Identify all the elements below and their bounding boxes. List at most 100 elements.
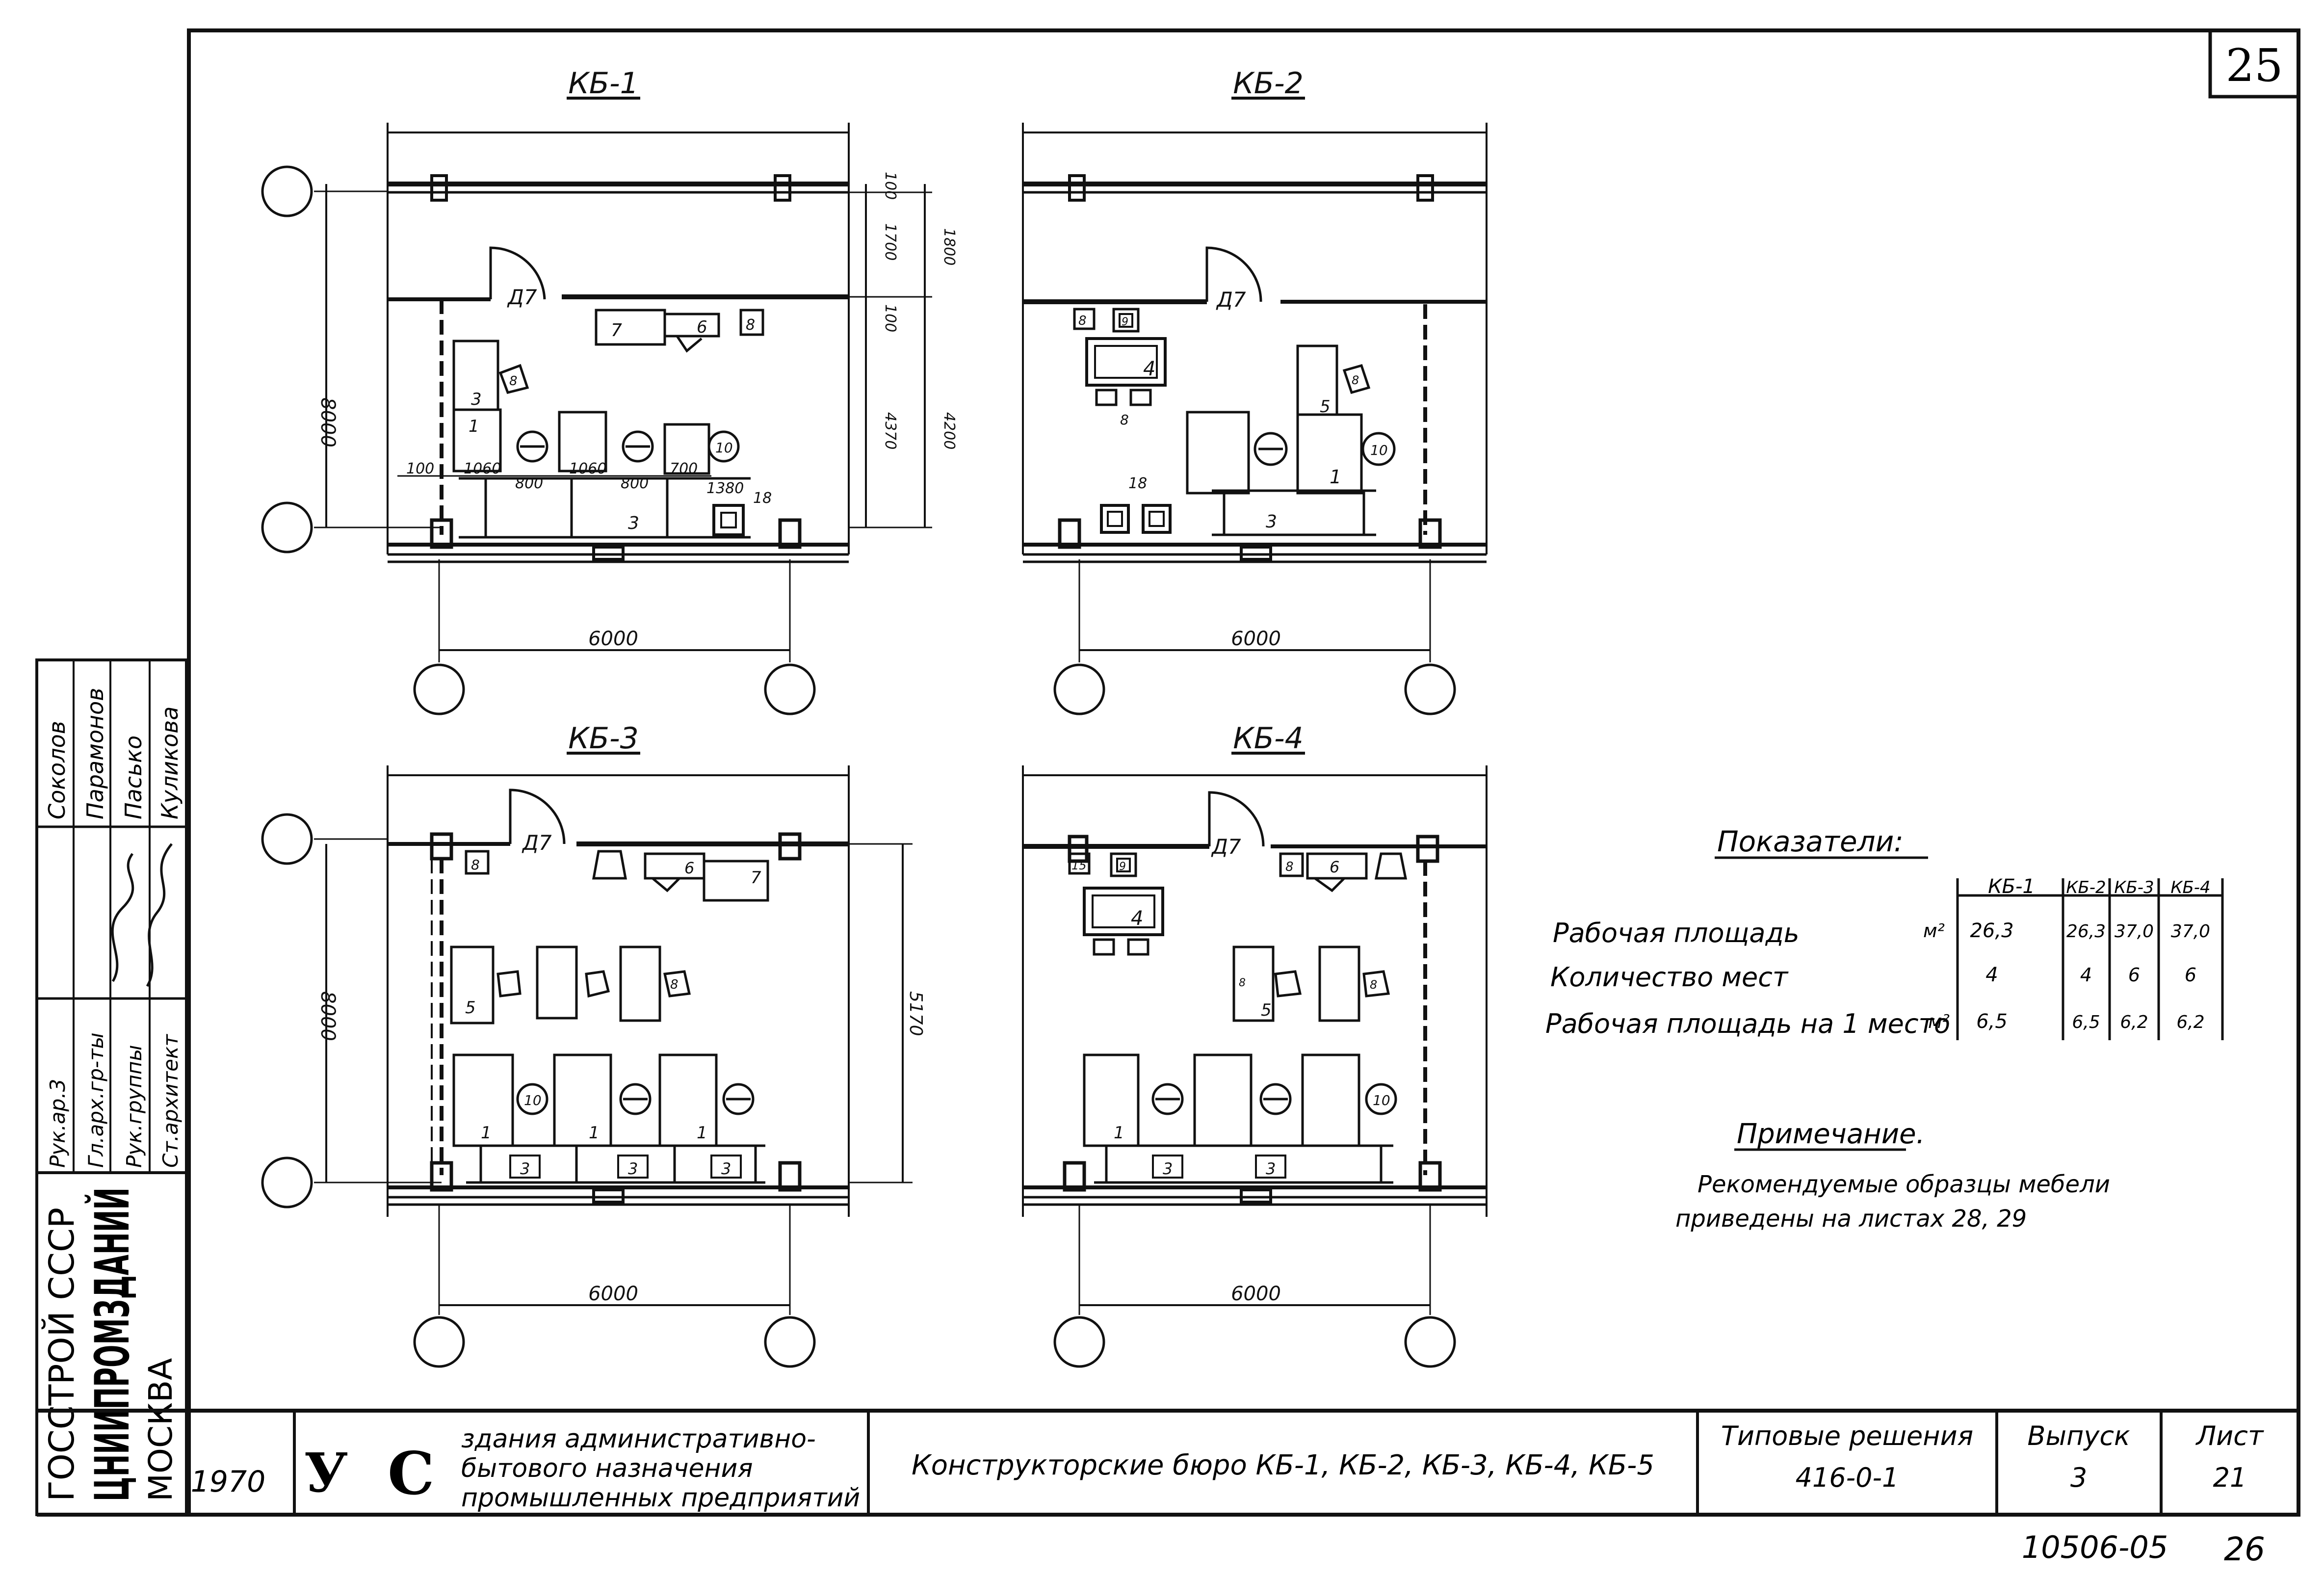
year: 1970 [191, 1465, 266, 1499]
plan-kb4-item-10: 10 [1373, 1092, 1390, 1108]
indicators-row-2-v2: 4 [2080, 964, 2092, 986]
plan-kb3-item-6: 6 [684, 859, 694, 877]
drawing-title: Конструкторские бюро КБ-1, КБ-2, КБ-3, К… [912, 1449, 1654, 1481]
plan-kb4-item-4: 4 [1131, 907, 1143, 930]
title-block: 1970 У С здания административно- бытовог… [37, 1409, 2298, 1568]
plan-kb3-item-3c: 3 [721, 1159, 731, 1178]
plan-kb1-dim-b7: 1380 [706, 480, 744, 497]
indicators-row-1-v3: 37,0 [2115, 921, 2154, 942]
series-logo-u: У [304, 1441, 348, 1504]
plan-kb1-item-6: 6 [697, 317, 707, 337]
plan-kb1-rdim-5: 1800 [940, 228, 958, 265]
indicators-row-3-label: Рабочая площадь на 1 место [1545, 1008, 1950, 1039]
indicators-col-2: КБ-2 [2066, 878, 2106, 897]
sheet-number-top: 25 [2225, 39, 2283, 92]
plan-kb2-item-8a: 8 [1078, 314, 1087, 328]
plan-kb1-height-dim: 8000 [316, 397, 339, 447]
plan-kb3-item-10: 10 [524, 1092, 542, 1108]
plan-kb3-item-8b: 8 [670, 977, 679, 992]
plan-kb1-item-7: 7 [611, 320, 622, 341]
indicators-row-1-v4: 37,0 [2171, 921, 2210, 942]
stamp-name-4: Куликова [157, 707, 183, 819]
plan-kb2-item-1: 1 [1330, 466, 1341, 488]
plan-kb4-door: Д7 [1211, 835, 1241, 859]
indicators-row-2-v3: 6 [2128, 964, 2140, 986]
plan-kb1-item-3b: 3 [628, 513, 639, 533]
stamp-role-1: Рук.ар.3 [46, 1079, 70, 1168]
stamp-role-3: Рук.группы [122, 1045, 146, 1168]
plan-kb1-dim-b6: 700 [670, 460, 698, 477]
plan-kb3-item-1c: 1 [481, 1123, 492, 1143]
plan-kb2: КБ-2 Д7 8 9 4 8 5 8 [1022, 66, 1488, 715]
page-value: 21 [2213, 1462, 2247, 1493]
plan-kb2-item-8b: 8 [1120, 412, 1129, 428]
note-block: Примечание. Рекомендуемые образцы мебели… [1675, 1118, 2110, 1233]
plan-kb4-item-3a: 3 [1163, 1159, 1173, 1178]
org-city: МОСКВА [142, 1358, 180, 1501]
indicators-row-1-label: Рабочая площадь [1553, 918, 1800, 948]
indicators-table: Показатели: КБ-1 КБ-2 КБ-3 КБ-4 Рабочая … [1545, 825, 2224, 1040]
plan-kb1-dim-b5: 800 [621, 475, 649, 492]
typical-value: 416-0-1 [1796, 1462, 1899, 1493]
page-label: Лист [2195, 1420, 2264, 1451]
plan-kb3-item-8a: 8 [471, 857, 480, 873]
plan-kb2-width: 6000 [1231, 628, 1281, 650]
issue-value: 3 [2070, 1462, 2087, 1493]
archive-sheet: 26 [2224, 1530, 2265, 1568]
plan-kb2-item-18: 18 [1128, 475, 1147, 492]
plan-kb1-rdim-3: 100 [882, 304, 899, 332]
stamp-name-1: Соколов [44, 721, 70, 819]
plan-kb3-item-3a: 3 [520, 1159, 530, 1178]
indicators-row-1-v2: 26,3 [2066, 921, 2106, 942]
plan-kb1-dim-b3: 800 [515, 475, 543, 492]
archive-number: 10506-05 [2022, 1529, 2168, 1565]
plan-kb1-item-1: 1 [469, 417, 479, 436]
stamp-name-2: Парамонов [82, 688, 108, 819]
issue-label: Выпуск [2027, 1420, 2130, 1451]
plan-kb2-item-3: 3 [1266, 512, 1277, 532]
indicators-row-3-v4: 6,2 [2176, 1012, 2204, 1032]
plan-kb1: КБ-1 Д7 7 6 8 3 8 [261, 66, 958, 715]
series-logo-c: С [388, 1439, 435, 1508]
plan-kb3: КБ-3 Д7 8 6 7 5 8 [261, 721, 926, 1368]
plan-kb1-item-3a: 3 [471, 390, 482, 409]
series-title-line-2: бытового назначения [461, 1454, 753, 1483]
plan-kb4-item-8b: 8 [1239, 977, 1246, 989]
signature-2 [146, 843, 173, 987]
note-title: Примечание. [1737, 1118, 1925, 1150]
plan-kb3-item-5: 5 [465, 998, 476, 1018]
indicators-row-1-unit: м² [1923, 920, 1945, 942]
plan-kb1-rdim-6: 4200 [940, 412, 958, 449]
plan-kb1-item-8b: 8 [509, 374, 518, 389]
stamp-role-2: Гл.арх.гр-ты [84, 1032, 108, 1168]
plan-kb4-item-8a: 8 [1285, 860, 1294, 874]
indicators-title: Показатели: [1717, 825, 1904, 858]
plan-kb4-item-5: 5 [1261, 1000, 1272, 1020]
plan-kb3-right-dim: 5170 [906, 991, 926, 1036]
left-stamp: Соколов Парамонов Пасько Куликова Рук.ар… [35, 658, 188, 1516]
indicators-row-2-label: Количество мест [1550, 962, 1789, 993]
indicators-row-3-v1: 6,5 [1976, 1010, 2008, 1033]
plan-kb4-title: КБ-4 [1233, 721, 1304, 756]
indicators-col-3: КБ-3 [2114, 878, 2154, 897]
plan-kb3-title: КБ-3 [568, 721, 639, 756]
plan-kb3-width: 6000 [588, 1283, 638, 1305]
plan-kb1-door: Д7 [507, 285, 537, 309]
plan-kb3-door: Д7 [522, 831, 552, 855]
typical-label: Типовые решения [1721, 1420, 1973, 1451]
plan-kb1-item-18: 18 [753, 490, 772, 507]
plan-kb2-item-5: 5 [1320, 397, 1331, 417]
plan-kb1-rdim-4: 4370 [882, 412, 899, 449]
plan-kb3-item-3b: 3 [628, 1159, 638, 1178]
plan-kb1-dim-b4: 1060 [569, 460, 606, 477]
org-institute: ЦНИИПРОМЗДАНИЙ [84, 1187, 140, 1501]
indicators-col-1: КБ-1 [1988, 875, 2035, 898]
org-name: ГОССТРОЙ СССР [42, 1208, 82, 1501]
plan-kb3-item-7: 7 [751, 868, 761, 888]
plan-kb4-item-3b: 3 [1266, 1159, 1276, 1178]
plan-kb4-width: 6000 [1231, 1283, 1281, 1305]
plan-kb3-item-1a: 1 [589, 1123, 600, 1143]
plan-kb3-item-1b: 1 [697, 1123, 707, 1143]
plan-kb1-title: КБ-1 [568, 66, 639, 101]
